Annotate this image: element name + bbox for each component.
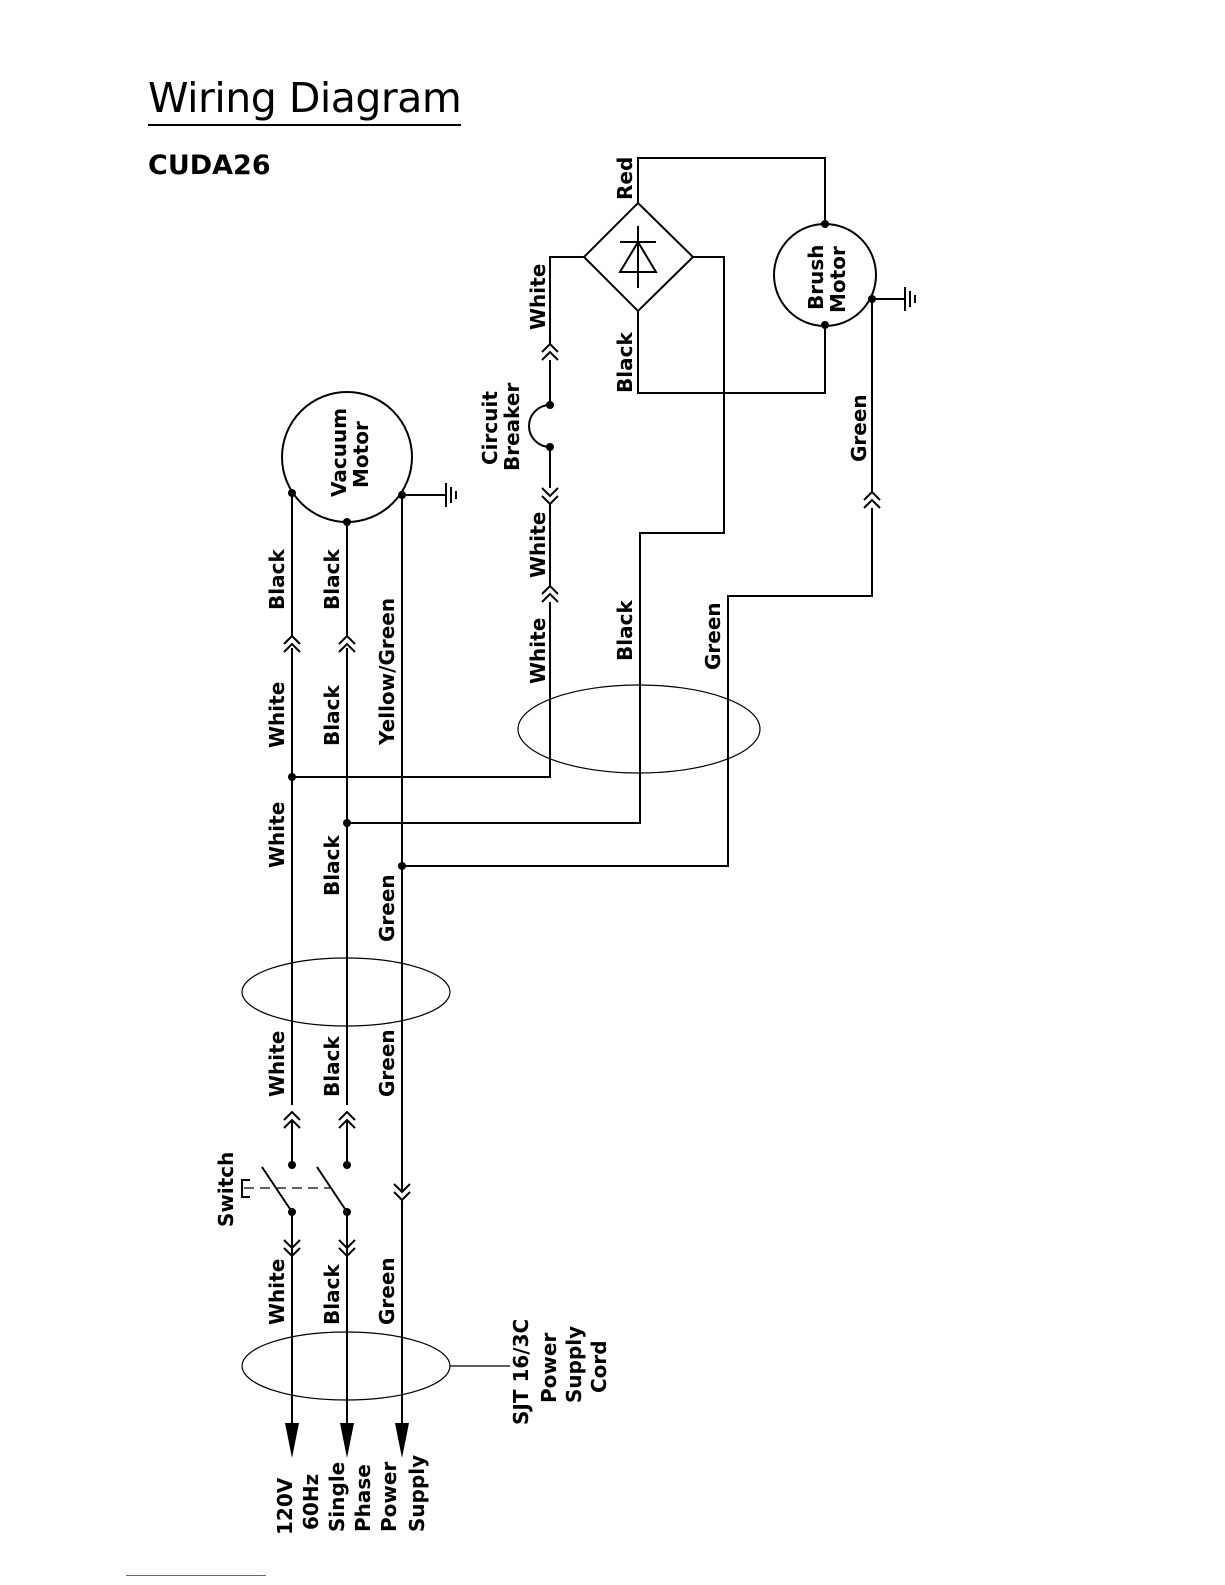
label-green-mid: Green — [375, 874, 399, 942]
label-white-switch: White — [265, 1031, 289, 1097]
cord-label-2: Power — [537, 1333, 561, 1403]
label-green-cord: Green — [375, 1257, 399, 1325]
label-green-switch: Green — [375, 1029, 399, 1097]
cord-label-3: Supply — [562, 1326, 586, 1403]
label-black-mid: Black — [320, 835, 344, 896]
label-white-upper: White — [265, 682, 289, 748]
label-white-branch-1: White — [526, 618, 550, 684]
label-black-switch: Black — [320, 1036, 344, 1097]
label-black-bridge: Black — [613, 332, 637, 393]
brush-motor-label-1: Brush — [804, 245, 828, 311]
label-white-mid: White — [265, 802, 289, 868]
cord-label-4: Cord — [587, 1340, 611, 1393]
label-black-branch: Black — [613, 600, 637, 661]
cord-label-1: SJT 16/3C — [509, 1319, 533, 1425]
label-red: Red — [613, 157, 637, 200]
vacuum-motor-label-1: Vacuum — [327, 408, 351, 497]
supply-label-2: 60Hz — [299, 1474, 323, 1530]
arrow-white — [285, 1423, 299, 1458]
label-green-brush: Green — [847, 394, 871, 462]
supply-label-1: 120V — [273, 1477, 297, 1535]
label-yellow-green: Yellow/Green — [375, 598, 399, 746]
supply-label-5: Power — [377, 1462, 401, 1532]
supply-label-4: Phase — [351, 1464, 375, 1532]
arrow-black — [340, 1423, 354, 1458]
label-black-motor-1: Black — [265, 549, 289, 610]
connectors — [284, 344, 880, 1256]
label-white-branch-2: White — [526, 512, 550, 578]
bottom-rule — [126, 1575, 266, 1576]
supply-label-3: Single — [325, 1462, 349, 1532]
arrow-green — [395, 1423, 409, 1458]
label-black-motor-2: Black — [320, 549, 344, 610]
circuit-breaker — [529, 401, 554, 451]
label-white-cord: White — [265, 1259, 289, 1325]
label-black-upper: Black — [320, 685, 344, 746]
brush-motor-label-2: Motor — [826, 246, 850, 313]
vacuum-motor-label-2: Motor — [349, 421, 373, 488]
supply-label-6: Supply — [405, 1455, 429, 1532]
switch-label: Switch — [214, 1152, 238, 1227]
label-white-branch-3: White — [526, 264, 550, 330]
label-green-branch: Green — [701, 602, 725, 670]
label-black-cord: Black — [320, 1264, 344, 1325]
supply-arrows — [285, 1423, 409, 1458]
circuit-breaker-label-1: Circuit — [478, 391, 502, 465]
circuit-breaker-label-2: Breaker — [500, 383, 524, 471]
switch — [242, 1161, 351, 1240]
branch-wires — [288, 257, 872, 870]
